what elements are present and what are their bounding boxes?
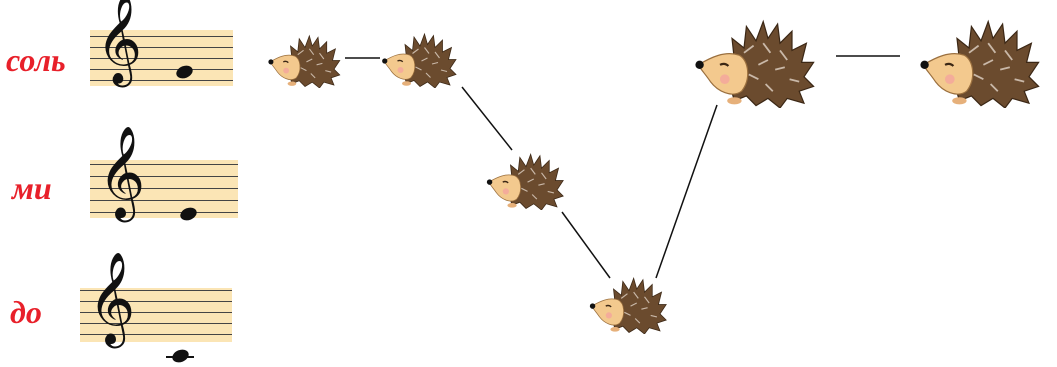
note-label-sol: соль	[6, 42, 66, 78]
hedgehog-icon	[683, 12, 829, 108]
staff-mi	[90, 160, 238, 218]
hedgehog-icon	[585, 272, 673, 334]
treble-clef-icon: 𝄞	[96, 0, 143, 84]
hedgehog-icon	[482, 148, 570, 210]
treble-clef-icon: 𝄞	[98, 125, 146, 218]
note-label-do: до	[10, 294, 42, 330]
staff-do	[80, 288, 232, 342]
connector-line	[655, 104, 718, 279]
staff-sol	[90, 30, 233, 86]
hedgehog-icon	[908, 12, 1054, 108]
treble-clef-icon: 𝄞	[88, 251, 136, 344]
connector-line	[561, 211, 611, 279]
note-label-mi: ми	[12, 170, 52, 206]
hedgehog-icon	[376, 28, 464, 88]
connector-line	[461, 86, 513, 151]
hedgehog-icon	[262, 30, 348, 88]
